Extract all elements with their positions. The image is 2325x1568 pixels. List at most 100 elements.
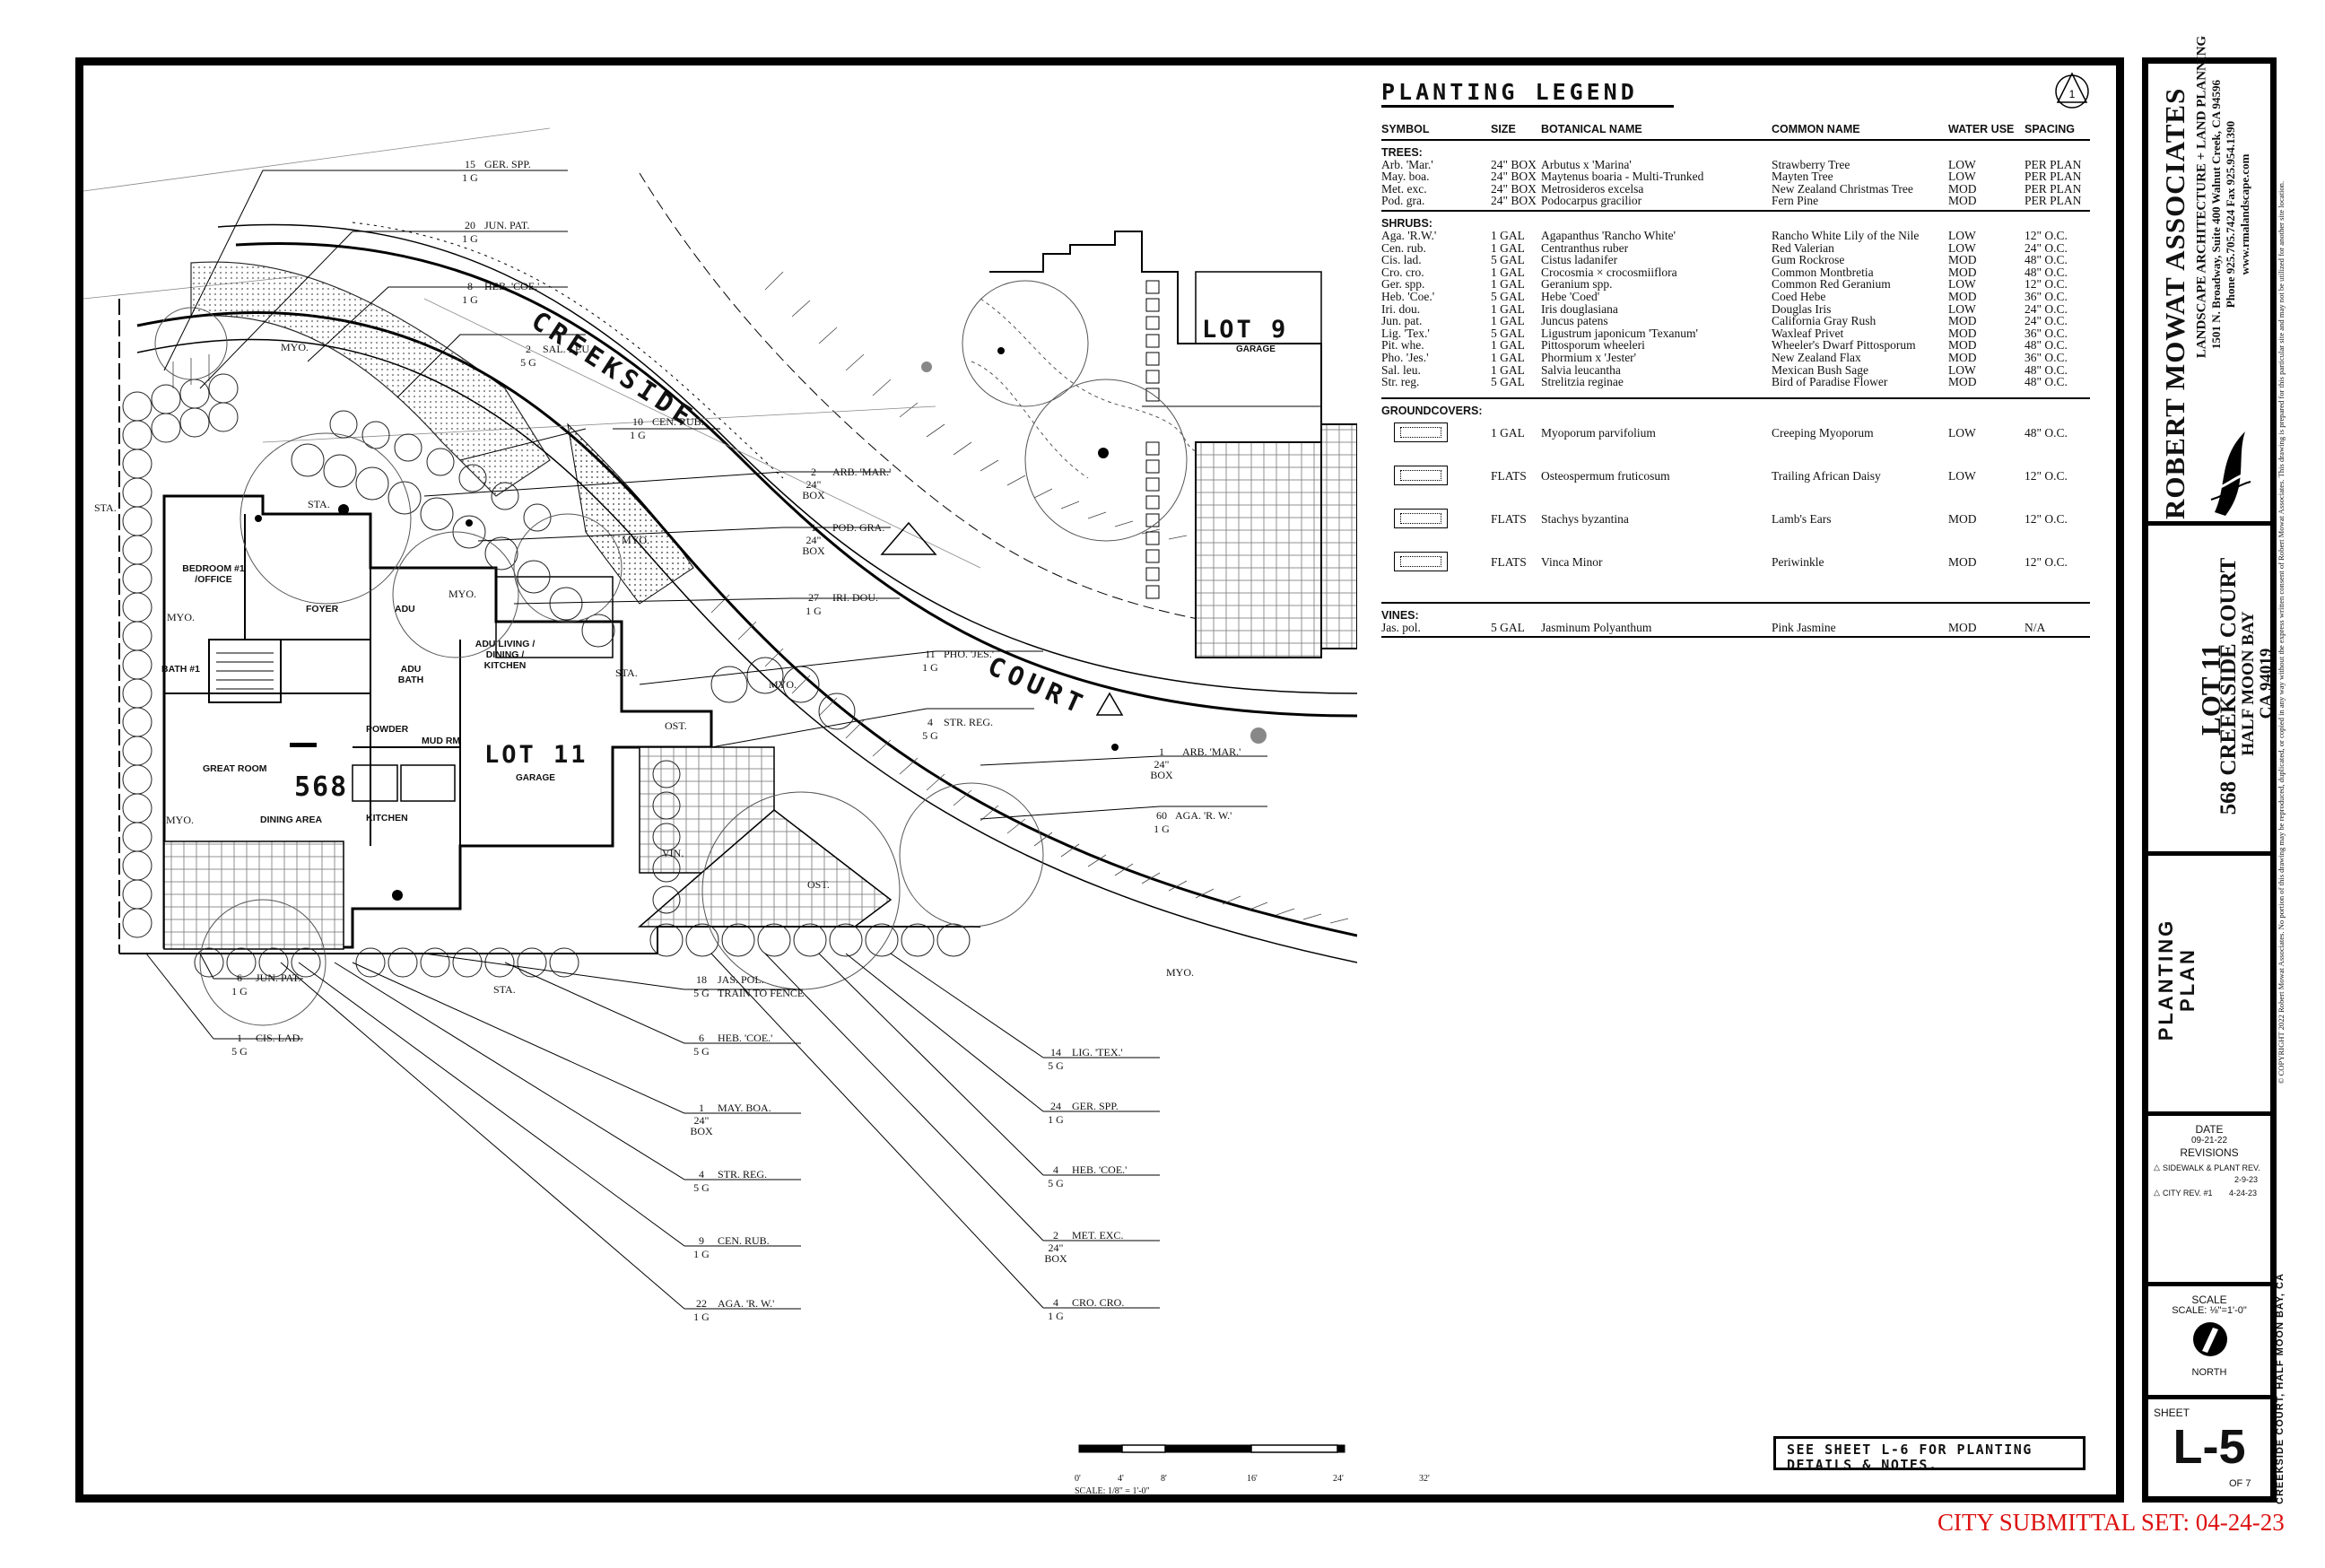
- legend-spacing: 36" O.C.: [2025, 326, 2068, 340]
- groundcover-common: Periwinkle: [1772, 554, 1824, 569]
- sheet-title-line1: PLANTING: [2155, 918, 2177, 1041]
- legend-symbol: Jun. pat.: [1381, 314, 1423, 328]
- lot9-label: LOT 9: [1202, 316, 1289, 344]
- legend-spacing: 36" O.C.: [2025, 289, 2068, 303]
- callout-qty: 15: [465, 158, 475, 170]
- legend-spacing: 12" O.C.: [2025, 228, 2068, 242]
- callout-qty: 1: [237, 1032, 242, 1044]
- legend-spacing: 48" O.C.: [2025, 375, 2068, 389]
- lot9-building: [989, 231, 1357, 658]
- callout-name: STR. REG.: [718, 1168, 768, 1180]
- firm-phone: Phone 925.705.7424 Fax 925.954.1390: [2224, 120, 2237, 309]
- groundcover-swatch-icon: [1394, 551, 1448, 571]
- tag-vin: VIN.: [662, 847, 684, 859]
- callout-name: SAL. LEU.: [543, 343, 592, 355]
- tag-myo: MYO.: [622, 534, 650, 546]
- legend-spacing: 24" O.C.: [2025, 314, 2068, 328]
- legend-common: New Zealand Flax: [1772, 350, 1861, 364]
- callout-name: ARB. 'MAR.': [1182, 745, 1241, 758]
- callout-size: 5 G: [693, 987, 710, 999]
- legend-water: LOW: [1948, 170, 1976, 184]
- trees-label: TREES:: [1381, 145, 1423, 159]
- legend-size: 24" BOX: [1491, 194, 1537, 208]
- legend-common: Rancho White Lily of the Nile: [1772, 228, 1920, 242]
- house-number: 568: [294, 771, 349, 803]
- legend-spacing: PER PLAN: [2025, 181, 2082, 196]
- legend-spacing: 48" O.C.: [2025, 338, 2068, 353]
- firm-cell: ROBERT MOWAT ASSOCIATES LANDSCAPE ARCHIT…: [2148, 36, 2270, 526]
- callout-name: HEB. 'COE.': [484, 280, 540, 292]
- groundcover-water: LOW: [1948, 425, 1976, 440]
- legend-water: MOD: [1948, 194, 1977, 208]
- room-powder: POWDER: [366, 724, 409, 735]
- groundcover-botanical: Myoporum parvifolium: [1541, 425, 1656, 440]
- legend-spacing: 36" O.C.: [2025, 350, 2068, 364]
- legend-water: MOD: [1948, 620, 1977, 634]
- lot9-windows: [1145, 280, 1160, 599]
- legend-water: MOD: [1948, 338, 1977, 353]
- north-arrow-icon: [2193, 1322, 2227, 1356]
- callout-qty: 1: [699, 1102, 704, 1114]
- legend-water: MOD: [1948, 253, 1977, 267]
- legend-water: LOW: [1948, 277, 1976, 292]
- copyright-notice: © COPYRIGHT 2022 Robert Mowat Associates…: [2277, 180, 2286, 1085]
- tag-myo: MYO.: [448, 588, 477, 600]
- room-adu-living: ADU LIVING / DINING / KITCHEN: [475, 639, 536, 671]
- callout-size: 5 G: [693, 1181, 710, 1194]
- callout-qty: 1: [1159, 745, 1164, 758]
- rear-patio: [163, 841, 344, 950]
- legend-symbol: Jas. pol.: [1381, 620, 1421, 634]
- legend-botanical: Geranium spp.: [1541, 277, 1613, 292]
- callout-name: HEB. 'COE.': [1072, 1163, 1128, 1176]
- legend-symbol: Cen. rub.: [1381, 240, 1426, 255]
- tree-canopies: [154, 307, 1044, 1026]
- legend-spacing: 24" O.C.: [2025, 301, 2068, 316]
- date-value: 09-21-22: [2190, 1136, 2228, 1146]
- tag-sta: STA.: [493, 983, 516, 996]
- legend-title: PLANTING LEGEND: [1381, 79, 1674, 108]
- groundcover-size: FLATS: [1491, 511, 1527, 526]
- legend-symbol: Cro. cro.: [1381, 265, 1424, 279]
- site-plan: [83, 127, 1357, 1453]
- callout-leaders: [145, 170, 1267, 1310]
- legend-common: Mexican Bush Sage: [1772, 362, 1868, 377]
- planting-details-note: SEE SHEET L-6 FOR PLANTING DETAILS & NOT…: [1773, 1436, 2086, 1473]
- revisions-cell: DATE 09-21-22 REVISIONS △ SIDEWALK & PLA…: [2148, 1116, 2270, 1286]
- legend-botanical: Juncus patens: [1541, 314, 1608, 328]
- lot11-label: LOT 11: [484, 741, 588, 769]
- groundcovers-label: GROUNDCOVERS:: [1381, 404, 1483, 417]
- scale-tick: 16': [1247, 1474, 1258, 1484]
- groundcover-swatch-icon: [1394, 465, 1448, 485]
- legend-water: LOW: [1948, 362, 1976, 377]
- lot11-garage-label: GARAGE: [516, 773, 555, 783]
- callout-qty: 27: [808, 591, 819, 604]
- title-block: ROBERT MOWAT ASSOCIATES LANDSCAPE ARCHIT…: [2142, 36, 2277, 1503]
- callout-size: 1 G: [922, 661, 938, 674]
- scale-label: SCALE: 1/8" = 1'-0": [1075, 1486, 1150, 1496]
- callout-qty: 4: [1053, 1296, 1058, 1309]
- groundcover-water: MOD: [1948, 511, 1977, 526]
- callout-qty: 6: [237, 971, 242, 984]
- legend-water: LOW: [1948, 228, 1976, 242]
- legend-size: 24" BOX: [1491, 157, 1537, 171]
- callout-train-note: TRAIN TO FENCE: [718, 987, 805, 999]
- firm-website: www.rmalandscape.com: [2238, 153, 2251, 275]
- callout-size: 1 G: [693, 1248, 710, 1260]
- legend-size: 24" BOX: [1491, 170, 1537, 184]
- revision-2: CITY REV. #1: [2163, 1189, 2213, 1198]
- header-water: WATER USE: [1948, 123, 2015, 135]
- tag-myo: MYO.: [769, 678, 797, 691]
- groundcover-swatch-icon: [1394, 422, 1448, 442]
- legend-common: Red Valerian: [1772, 240, 1834, 255]
- callout-size: 1 G: [1048, 1310, 1064, 1322]
